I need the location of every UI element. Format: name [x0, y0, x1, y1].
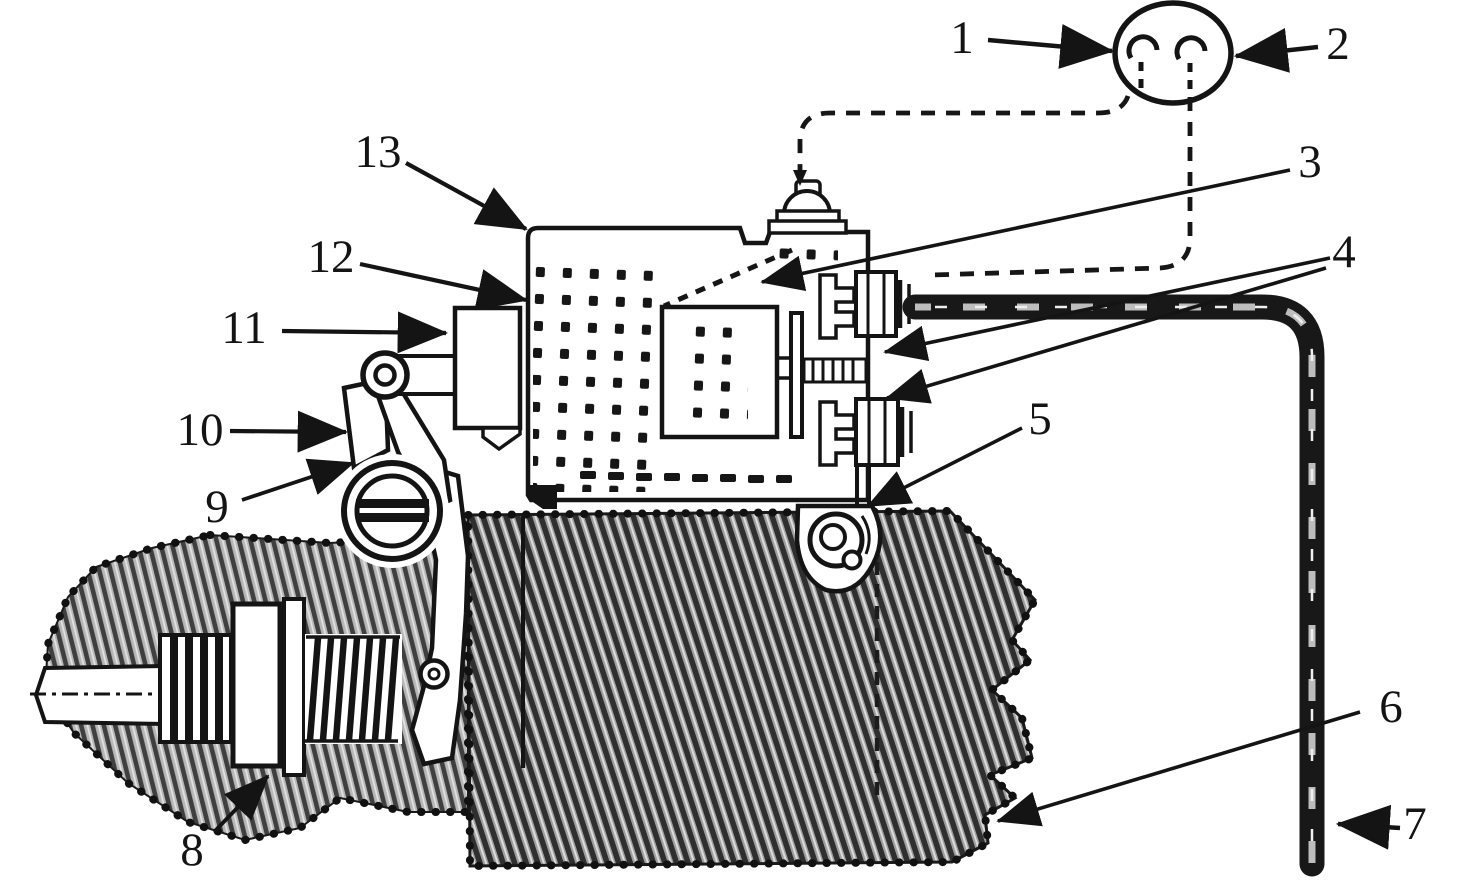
leader-8 — [212, 774, 270, 834]
leader-7 — [1335, 804, 1401, 850]
drive-lever — [341, 350, 462, 513]
leader-6 — [996, 710, 1361, 827]
armature-shaft — [30, 663, 180, 727]
solenoid-plunger — [452, 305, 523, 452]
leader-4b — [885, 266, 1327, 404]
leader-9 — [241, 458, 355, 502]
solenoid-body — [525, 179, 871, 509]
part-labels: 1 2 3 4 5 6 7 8 9 10 11 12 13 — [177, 12, 1427, 876]
motor-strap-bracket — [794, 503, 883, 594]
part-label-4: 4 — [1332, 226, 1356, 278]
fork-pivot-hole — [418, 658, 450, 690]
connector-pin-left — [1126, 34, 1160, 60]
leader-3 — [760, 168, 1291, 292]
part-label-12: 12 — [308, 231, 355, 283]
part-label-3: 3 — [1298, 136, 1322, 188]
shift-fork — [409, 465, 471, 767]
lower-switch-terminal — [818, 397, 913, 506]
contact-plate — [789, 311, 804, 439]
contact-stem — [802, 357, 868, 384]
part-label-1: 1 — [950, 12, 974, 64]
leader-12 — [359, 261, 529, 311]
solenoid-bottom-dashes — [580, 471, 792, 483]
leader-4a — [883, 256, 1331, 362]
leader-lines — [212, 24, 1401, 850]
part-label-6: 6 — [1379, 681, 1403, 733]
return-spring — [304, 634, 402, 744]
control-wire-left — [793, 95, 1131, 186]
leader-1 — [987, 24, 1115, 69]
connector-pin-right — [1174, 35, 1208, 61]
part-label-10: 10 — [177, 404, 224, 456]
motor-body — [463, 506, 1040, 871]
solenoid-top-terminal — [767, 179, 848, 235]
battery-cable — [902, 294, 1325, 877]
stop-collar — [230, 597, 306, 777]
part-label-5: 5 — [1028, 393, 1052, 445]
part-label-13: 13 — [355, 126, 402, 178]
leader-10 — [229, 410, 349, 453]
part-label-9: 9 — [205, 481, 229, 533]
upper-battery-terminal — [818, 270, 911, 340]
part-label-11: 11 — [221, 302, 266, 354]
part-label-7: 7 — [1403, 798, 1427, 850]
part-label-8: 8 — [180, 824, 204, 876]
leader-13 — [404, 161, 528, 231]
leader-5 — [866, 426, 1023, 508]
part-label-2: 2 — [1326, 18, 1350, 70]
pinion-gear — [158, 633, 242, 744]
leader-2 — [1233, 27, 1319, 73]
mounting-foot — [530, 485, 557, 509]
control-wire-right — [931, 97, 1193, 278]
leader-11 — [281, 311, 449, 354]
eccentric-pivot-screw — [335, 454, 449, 568]
ignition-connector — [1112, 0, 1234, 106]
